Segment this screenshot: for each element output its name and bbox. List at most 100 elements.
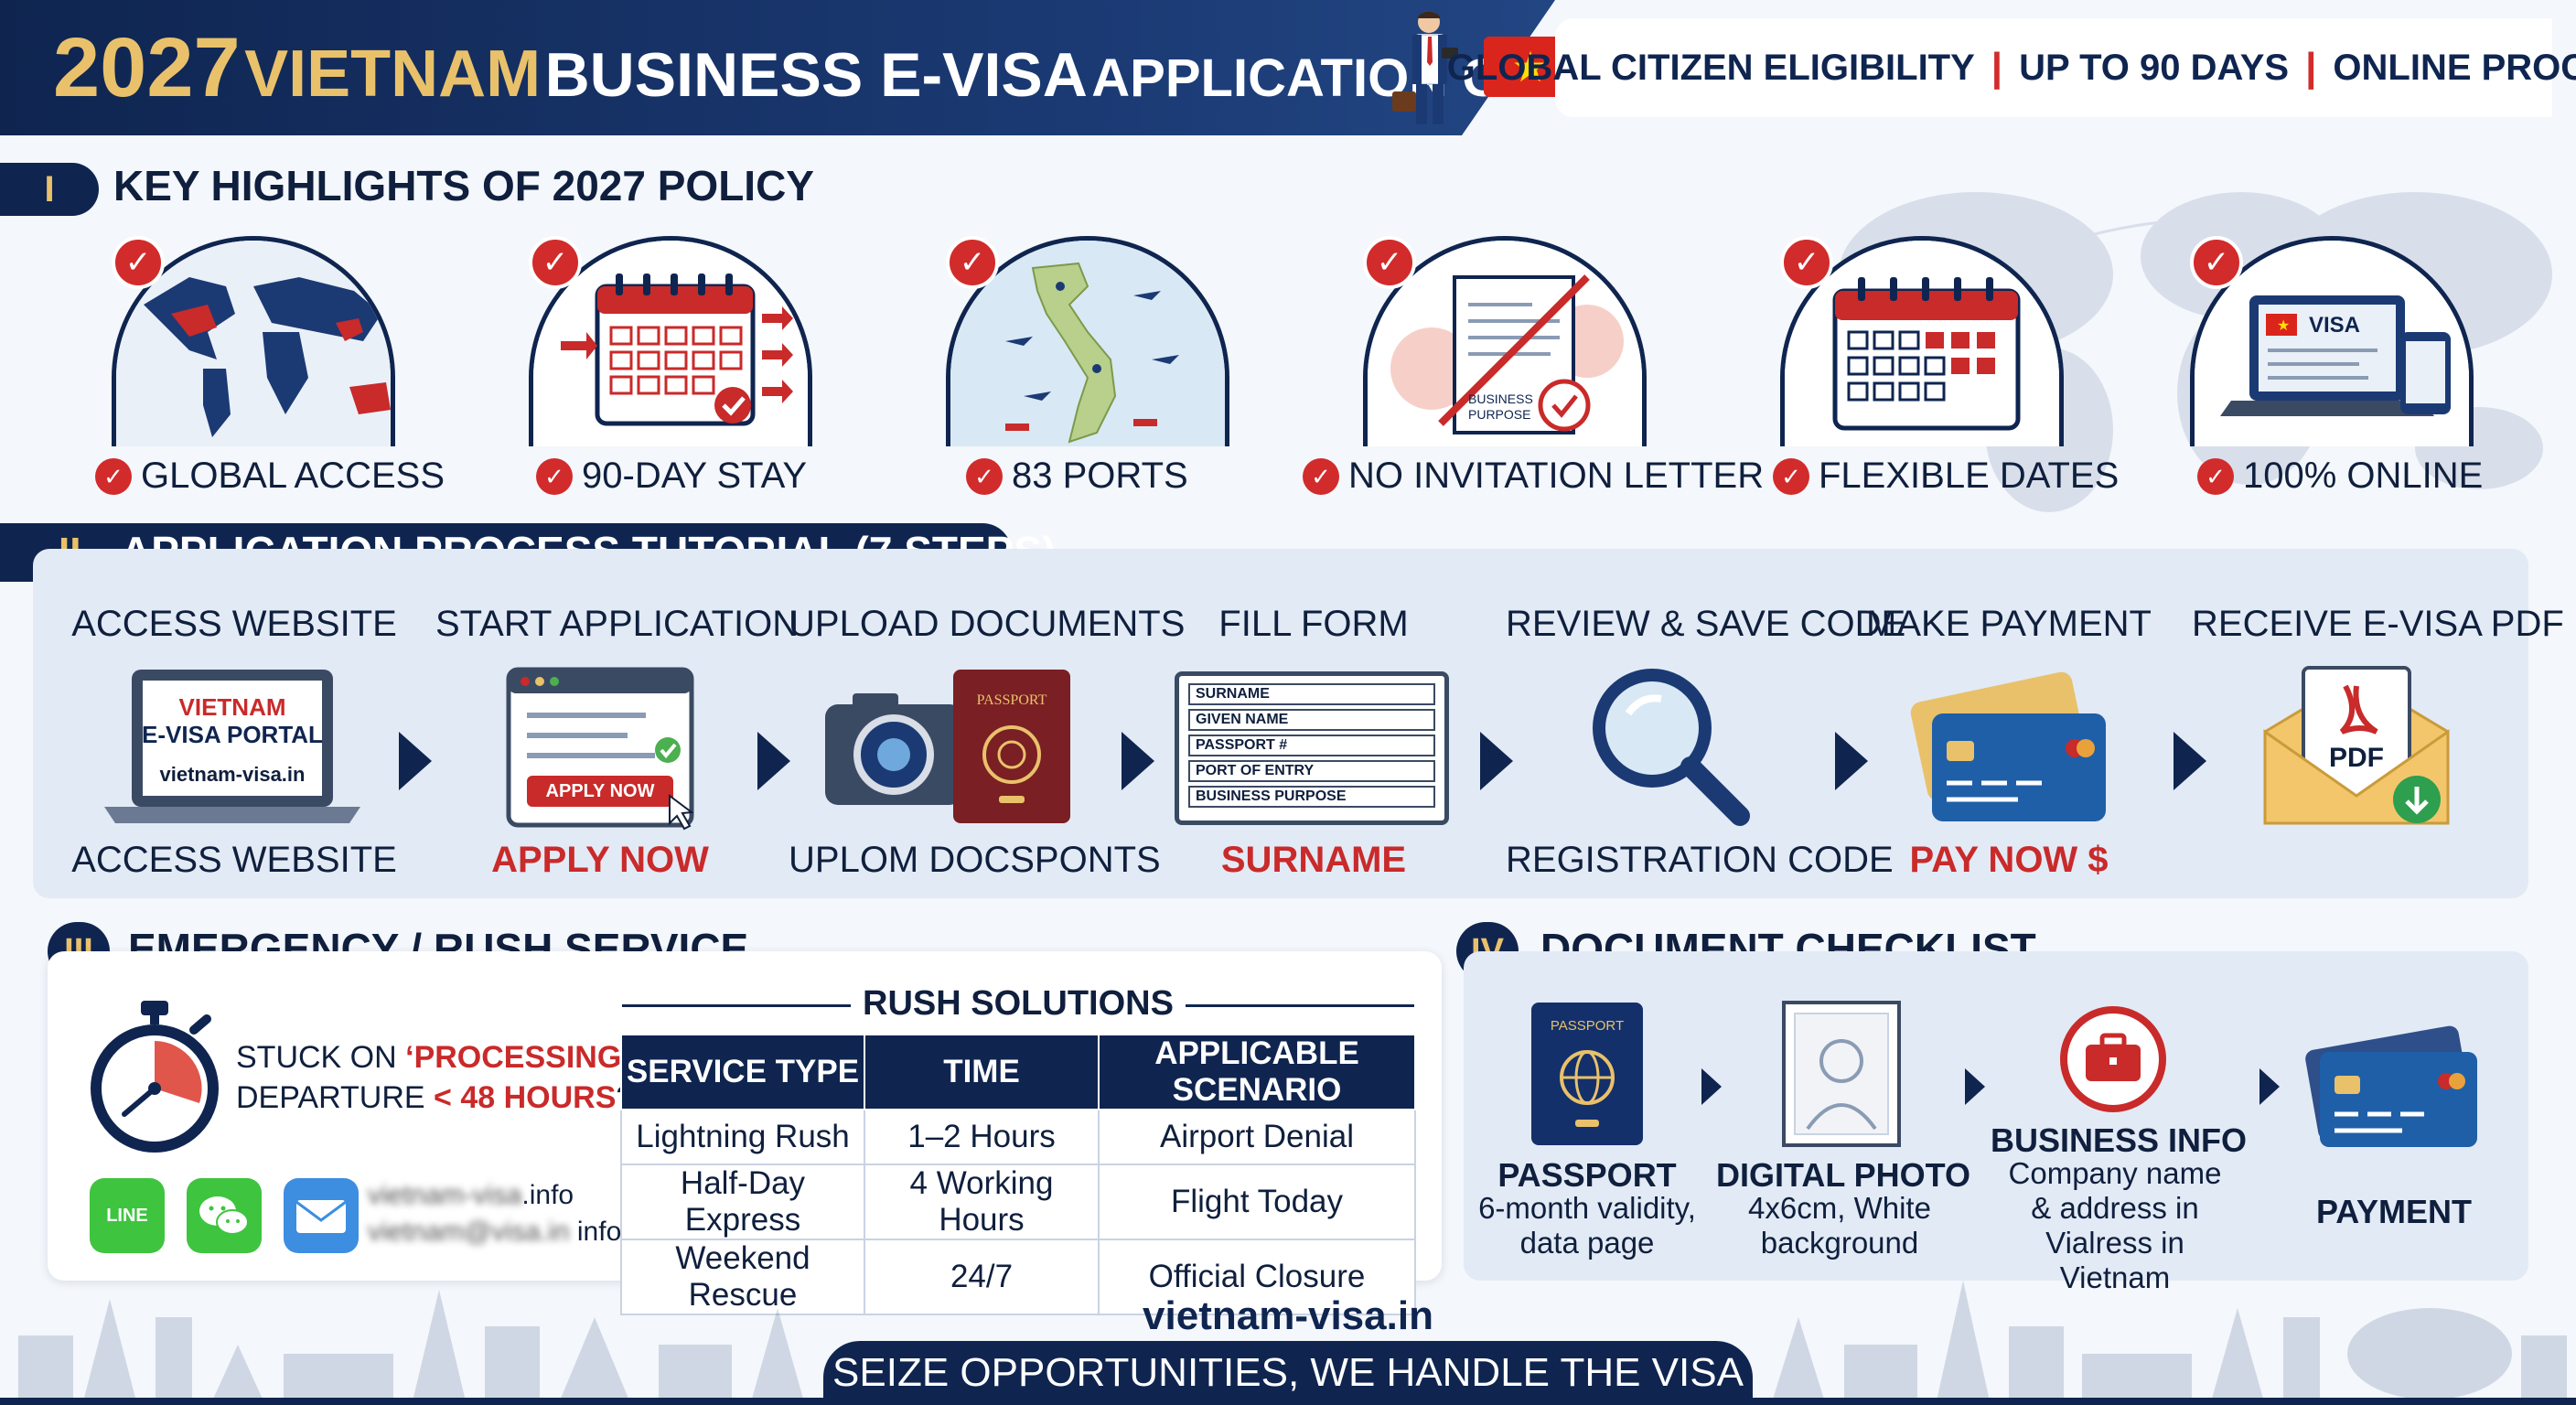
svg-text:★: ★ [2277,316,2290,334]
column-header: APPLICABLE SCENARIO [1098,1034,1416,1110]
step-title: REVIEW & SAVE CODE [1506,604,1906,644]
section1-number: I [0,163,99,216]
footer-url[interactable]: vietnam-visa.in [1143,1293,1433,1338]
tag-online: ONLINE PROCESS [2333,47,2576,88]
check-badge-icon: ✓ [529,236,582,289]
checklist-title: PAYMENT [2315,1193,2473,1230]
checklist-arrow-icon [1701,1068,1722,1105]
contact-line-2[interactable]: vietnam@visa.in info [368,1217,622,1247]
camera-passport-icon: PASSPORT [825,670,1070,823]
table-cell: Airport Denial [1098,1109,1416,1165]
tagline-bar: GLOBAL CITIZEN ELIGIBILITY | UP TO 90 DA… [1447,18,2576,117]
step-arrow-icon [399,732,432,790]
step-fill-form: FILL FORM SURNAME GIVEN NAME PASSPORT # … [1149,549,1478,898]
table-cell: 4 Working Hours [864,1164,1100,1240]
checklist-title: PASSPORT [1497,1156,1677,1194]
table-row: Lightning Rush 1–2 Hours Airport Denial [620,1109,1416,1165]
highlight-label: ✓FLEXIBLE DATES [1773,456,2119,497]
form-field[interactable]: BUSINESS PURPOSE [1188,786,1435,808]
highlight-90-day: ✓ [529,236,812,446]
browser-apply-icon: APPLY NOW [506,667,694,831]
svg-text:PURPOSE: PURPOSE [1468,407,1530,422]
contact-line-1[interactable]: vietnam-visa.info [368,1180,574,1210]
svg-text:VISA: VISA [2309,313,2360,338]
svg-text:PDF: PDF [2329,743,2384,773]
step-arrow-icon [1480,732,1513,790]
passport-icon: PASSPORT [1531,1003,1643,1145]
table-cell: Flight Today [1098,1164,1416,1240]
magnifier-icon [1593,669,1750,826]
step-arrow-icon [757,732,790,790]
highlight-online: ★ VISA ✓ [2190,236,2474,446]
step-arrow-icon [2174,732,2206,790]
footer-line [0,1398,2576,1405]
svg-text:BUSINESS: BUSINESS [1468,391,1533,406]
form-field[interactable]: PASSPORT # [1188,735,1435,756]
header: 2027 VIETNAM BUSINESS E-VISA APPLICATION… [0,0,2576,135]
line-app-icon[interactable]: LINE [90,1178,165,1253]
check-badge-icon: ✓ [112,236,165,289]
rush-table-title: RUSH SOLUTIONS [863,984,1174,1023]
wechat-icon[interactable] [187,1178,262,1253]
column-header: TIME [864,1034,1100,1110]
stopwatch-icon [91,1001,219,1153]
skyline-decoration [18,1290,805,1405]
highlight-ports: ✓ [946,236,1229,446]
rush-table: SERVICE TYPE TIME APPLICABLE SCENARIO Li… [620,1034,1416,1315]
vietnam-map-icon [950,241,1225,446]
step-access-website: ACCESS WEBSITE VIETNAM E-VISA PORTAL vie… [70,549,399,898]
check-badge-icon: ✓ [946,236,999,289]
step-make-payment: MAKE PAYMENT PAY NOW $ [1844,549,2174,898]
step-review-save: REVIEW & SAVE CODE REGISTRATION CODE [1506,549,1906,898]
title-year: 2027 [53,21,241,114]
svg-text:E-VISA PORTAL: E-VISA PORTAL [142,721,323,748]
step-title: START APPLICATION [435,604,800,644]
highlight-label: ✓83 PORTS [966,456,1188,497]
check-badge-icon: ✓ [1363,236,1416,289]
step-title: UPLOAD DOCUMENTS [789,604,1186,644]
tag-separator: | [1991,45,2003,90]
form-icon: SURNAME GIVEN NAME PASSPORT # PORT OF EN… [1175,671,1449,825]
apply-now-link[interactable]: APPLY NOW [491,840,709,880]
svg-text:APPLY NOW: APPLY NOW [546,781,655,801]
title-mid: BUSINESS E-VISA [544,40,1088,110]
calendar-icon [533,241,808,446]
form-field[interactable]: GIVEN NAME [1188,709,1435,731]
pdf-envelope-icon: PDF [2263,666,2450,825]
checklist-description: 4x6cm, White background [1748,1191,1931,1260]
skyline-decoration [1771,1281,2567,1405]
column-header: SERVICE TYPE [620,1034,865,1110]
check-icon: ✓ [1773,457,1809,495]
table-cell: Official Closure [1098,1239,1416,1315]
pay-now-link[interactable]: PAY NOW $ [1909,840,2109,880]
checklist-arrow-icon [2259,1068,2280,1105]
checklist-description: Company name & address in Vialress in Vi… [2008,1156,2222,1294]
highlight-flexible-dates: ✓ [1780,236,2064,446]
section1-title: KEY HIGHLIGHTS OF 2027 POLICY [113,162,814,209]
highlight-no-invitation: BUSINESS PURPOSE ✓ [1363,236,1647,446]
check-icon: ✓ [95,457,132,495]
payment-card-icon [2305,1025,2477,1147]
checklist-description: 6-month validity, data page [1478,1191,1696,1260]
svg-text:PASSPORT: PASSPORT [977,692,1047,708]
highlight-frame [1780,236,2064,446]
check-icon: ✓ [1303,457,1339,495]
rush-question: STUCK ON ‘PROCESSING’? DEPARTURE < 48 HO… [236,1040,648,1115]
laptop-icon: ★ VISA [2195,241,2469,446]
page-title: 2027 VIETNAM BUSINESS E-VISA APPLICATION… [53,20,1630,116]
email-icon[interactable] [284,1178,359,1253]
form-field[interactable]: PORT OF ENTRY [1188,760,1435,782]
header-band [0,0,1555,135]
laptop-portal-icon: VIETNAM E-VISA PORTAL vietnam-visa.in [104,670,360,823]
svg-text:PASSPORT: PASSPORT [1551,1018,1624,1034]
table-row: Weekend Rescue 24/7 Official Closure [620,1239,1416,1315]
divider [1186,1004,1414,1007]
step-title: ACCESS WEBSITE [71,604,397,644]
checklist-title: DIGITAL PHOTO [1716,1156,1971,1194]
form-field[interactable]: SURNAME [1188,683,1435,705]
step-caption: REGISTRATION CODE [1506,840,1894,880]
divider [622,1004,851,1007]
check-icon: ✓ [536,457,573,495]
table-cell: 24/7 [864,1239,1100,1315]
step-title: FILL FORM [1218,604,1409,644]
